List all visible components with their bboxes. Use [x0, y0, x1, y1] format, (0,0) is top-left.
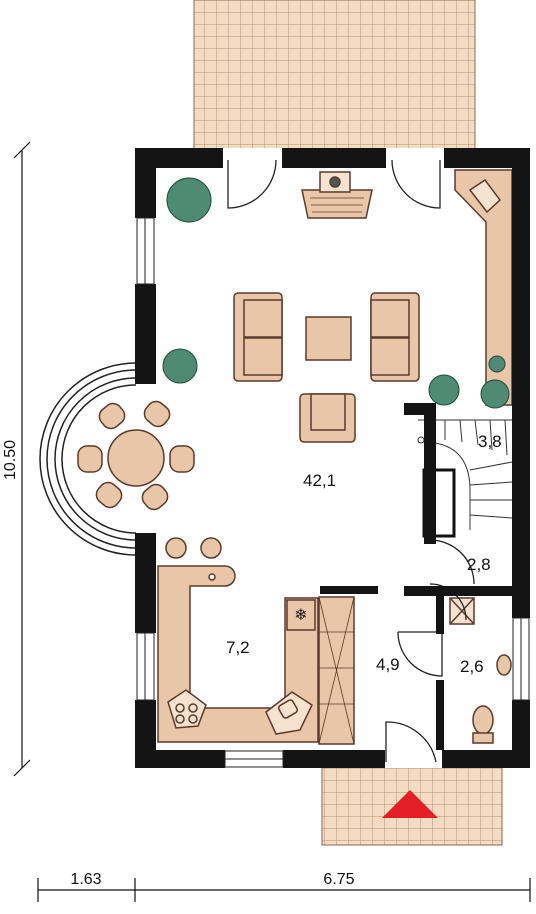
walls: [135, 148, 530, 768]
svg-text:❄: ❄: [294, 605, 307, 624]
bay-window: [39, 362, 137, 556]
dining-set: [77, 400, 195, 511]
sink-icon: [265, 691, 313, 735]
wc-area-label: 2,6: [460, 657, 484, 676]
dimension-lines: [13, 141, 531, 902]
left-offset-dimension-label: 1.63: [70, 871, 101, 888]
storage-area-label: 2,8: [467, 555, 491, 574]
living-furniture: [233, 292, 420, 443]
fridge-icon: ❄: [286, 599, 316, 631]
stove-icon: [167, 689, 207, 729]
stairs-area-label: 3,8: [478, 432, 502, 451]
fireplace: [301, 171, 373, 219]
living-room-area-label: 42,1: [303, 471, 336, 490]
windows: [136, 217, 530, 768]
plants: [162, 177, 510, 409]
height-dimension-label: 10.50: [2, 440, 19, 480]
width-dimension-label: 6.75: [323, 871, 354, 888]
hall-area-label: 4,9: [376, 655, 400, 674]
rear-terrace: [193, 0, 476, 151]
kitchen-area-label: 7,2: [226, 638, 250, 657]
entrance-arrow-icon: [382, 790, 438, 818]
